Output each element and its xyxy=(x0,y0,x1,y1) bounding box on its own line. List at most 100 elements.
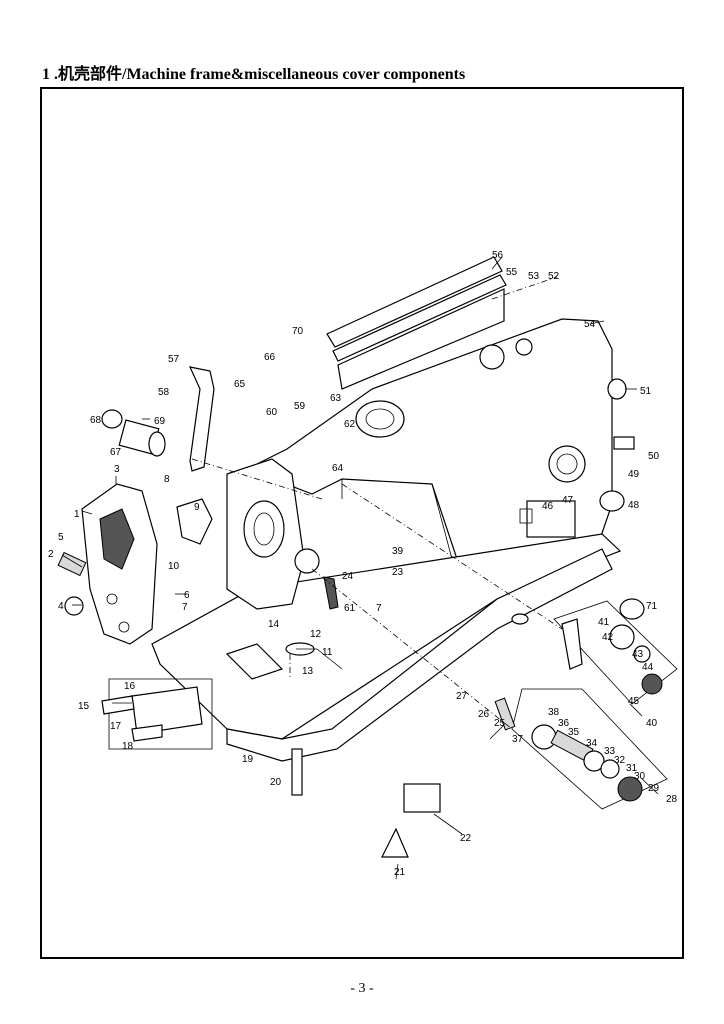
part-label: 19 xyxy=(242,754,254,765)
part-label: 59 xyxy=(294,401,306,412)
part-label: 6 xyxy=(184,590,190,601)
part-label: 20 xyxy=(270,777,282,788)
part-label: 35 xyxy=(568,727,580,738)
machine-arm xyxy=(245,318,613,565)
part-label: 29 xyxy=(648,783,660,794)
machine-bed xyxy=(151,533,622,762)
thread-guide xyxy=(176,498,213,545)
part-label: 27 xyxy=(456,691,468,702)
exploded-parts-diagram: 1 2 3 4 5 6 7 7 8 9 10 11 12 13 14 15 16… xyxy=(48,250,678,880)
part-labels: 1 2 3 4 5 6 7 7 8 9 10 11 12 13 14 15 16… xyxy=(48,250,678,878)
part-label: 51 xyxy=(640,386,652,397)
feed-plate xyxy=(225,643,284,680)
assembly-lines xyxy=(191,276,563,730)
part-label: 64 xyxy=(332,463,344,474)
part-label: 24 xyxy=(342,571,354,582)
part-label: 40 xyxy=(646,718,658,729)
part-label: 67 xyxy=(110,447,122,458)
part-label: 23 xyxy=(392,567,404,578)
part-label: 31 xyxy=(626,763,638,774)
part-label: 9 xyxy=(194,502,200,513)
part-label: 8 xyxy=(164,474,170,485)
part-label: 71 xyxy=(646,601,658,612)
part-label: 11 xyxy=(322,647,333,658)
plug-48 xyxy=(599,490,625,512)
part-label: 62 xyxy=(344,419,356,430)
part-label: 36 xyxy=(558,718,570,729)
part-label: 42 xyxy=(602,632,614,643)
takeup-cover xyxy=(188,366,215,472)
part-label: 52 xyxy=(548,271,560,282)
warning-label-21 xyxy=(381,827,409,858)
part-label: 53 xyxy=(528,271,540,282)
oil-tube xyxy=(494,697,516,731)
label-plate-22 xyxy=(403,783,441,813)
pin-20 xyxy=(291,748,303,796)
part-label: 57 xyxy=(168,354,180,365)
part-label: 21 xyxy=(394,867,406,878)
part-label: 47 xyxy=(562,495,574,506)
part-label: 56 xyxy=(492,250,504,261)
part-label: 15 xyxy=(78,701,90,712)
part-label: 63 xyxy=(330,393,342,404)
oil-cap xyxy=(607,378,627,400)
top-cover-plate xyxy=(326,256,507,390)
part-label: 46 xyxy=(542,501,554,512)
part-label: 69 xyxy=(154,416,166,427)
part-label: 34 xyxy=(586,738,598,749)
part-label: 18 xyxy=(122,741,134,752)
part-label: 49 xyxy=(628,469,640,480)
diagram-frame: 1 2 3 4 5 6 7 7 8 9 10 11 12 13 14 15 16… xyxy=(40,87,684,959)
part-label: 22 xyxy=(460,833,472,844)
rubber-plug xyxy=(64,596,84,616)
handwheel-cover xyxy=(619,598,645,620)
slide-plate-box xyxy=(101,678,213,750)
part-label: 4 xyxy=(58,601,64,612)
pulley-assembly xyxy=(553,600,678,705)
machine-head xyxy=(226,458,320,610)
screw-50 xyxy=(613,436,635,450)
part-label: 70 xyxy=(292,326,304,337)
bobbin-winder xyxy=(101,409,166,457)
part-label: 10 xyxy=(168,561,180,572)
part-label: 37 xyxy=(512,734,524,745)
part-label: 41 xyxy=(598,617,610,628)
part-label: 55 xyxy=(506,267,518,278)
part-label: 68 xyxy=(90,415,102,426)
part-label: 32 xyxy=(614,755,626,766)
part-label: 44 xyxy=(642,662,654,673)
part-label: 58 xyxy=(158,387,170,398)
part-label: 25 xyxy=(494,718,506,729)
part-label: 30 xyxy=(634,771,646,782)
part-label: 60 xyxy=(266,407,278,418)
part-label: 33 xyxy=(604,746,616,757)
part-label: 61 xyxy=(344,603,356,614)
face-plate xyxy=(57,483,158,645)
part-label: 48 xyxy=(628,500,640,511)
part-label: 13 xyxy=(302,666,314,677)
part-label: 43 xyxy=(632,649,644,660)
page-number: - 3 - xyxy=(350,981,374,996)
leader-lines xyxy=(61,256,659,880)
part-label: 7 xyxy=(182,602,188,613)
part-label: 50 xyxy=(648,451,660,462)
part-label: 7 xyxy=(376,603,382,614)
page-title: 1 .机壳部件/Machine frame&miscellaneous cove… xyxy=(42,66,466,83)
part-label: 14 xyxy=(268,619,280,630)
part-label: 26 xyxy=(478,709,490,720)
part-label: 16 xyxy=(124,681,136,692)
handwheel-assembly xyxy=(511,688,668,810)
part-label: 2 xyxy=(48,549,54,560)
part-label: 45 xyxy=(628,696,640,707)
part-label: 54 xyxy=(584,319,596,330)
part-label: 66 xyxy=(264,352,276,363)
part-label: 65 xyxy=(234,379,246,390)
part-label: 38 xyxy=(548,707,560,718)
part-label: 1 xyxy=(74,509,80,520)
part-label: 5 xyxy=(58,532,64,543)
part-label: 17 xyxy=(110,721,122,732)
part-label: 12 xyxy=(310,629,322,640)
part-label: 28 xyxy=(666,794,678,805)
lever-61 xyxy=(323,576,339,610)
part-label: 3 xyxy=(114,464,120,475)
